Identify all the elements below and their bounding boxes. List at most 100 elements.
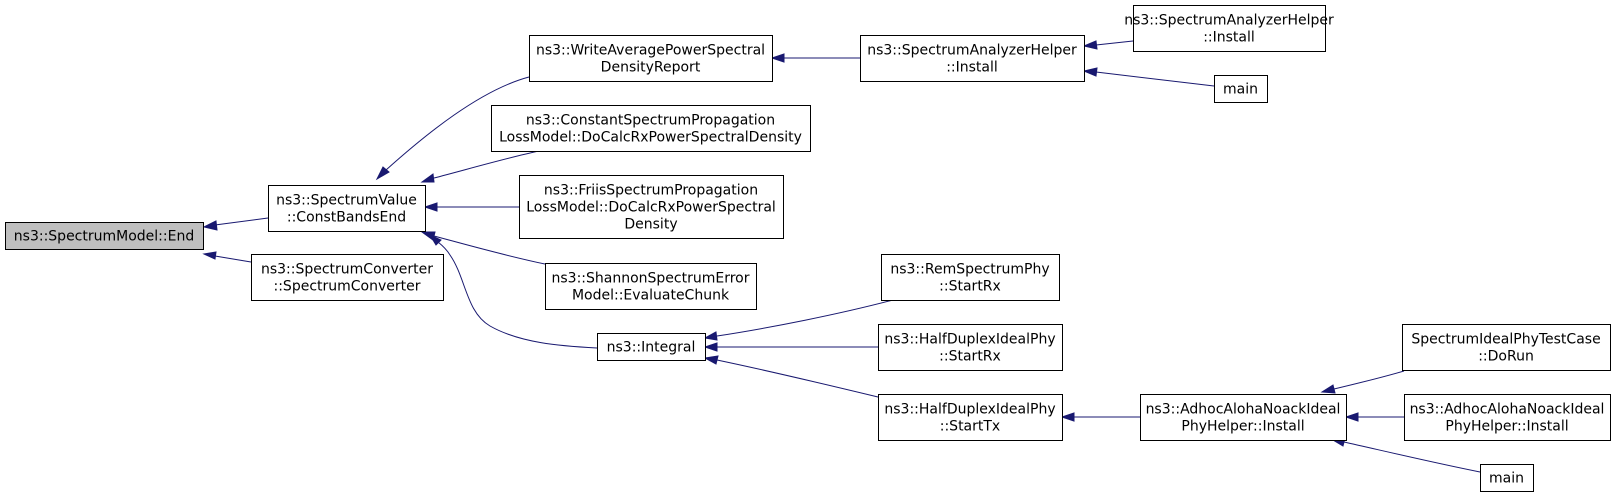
edge-line: [716, 359, 879, 398]
node-label: ns3::SpectrumModel::End: [14, 229, 194, 245]
edge-line: [1095, 71, 1215, 87]
node-box: [491, 105, 811, 152]
node-box: [878, 324, 1063, 371]
edge-hdtx-to-integral: [703, 355, 879, 398]
node-box: [860, 35, 1085, 82]
node-label: ns3::FriisSpectrumPropagation: [544, 183, 758, 199]
node-analyzer[interactable]: ns3::SpectrumAnalyzerHelper::Install: [860, 35, 1085, 82]
edge-line: [214, 255, 252, 263]
node-label: ::StartTx: [940, 419, 1000, 435]
edge-converter-to-end: [202, 251, 252, 263]
node-box: [1402, 324, 1611, 371]
node-adhoc2[interactable]: ns3::AdhocAlohaNoackIdealPhyHelper::Inst…: [1404, 394, 1611, 441]
node-label: ns3::HalfDuplexIdealPhy: [884, 402, 1055, 418]
node-label: ns3::ShannonSpectrumError: [552, 271, 750, 287]
node-label: ns3::SpectrumValue: [276, 193, 417, 209]
edge-line: [385, 76, 530, 171]
node-end[interactable]: ns3::SpectrumModel::End: [5, 222, 204, 250]
arrowhead-icon: [1082, 67, 1098, 77]
edge-remrx-to-integral: [703, 299, 894, 341]
node-box: [268, 185, 426, 232]
edge-line: [1343, 441, 1481, 473]
node-label: ns3::ConstantSpectrumPropagation: [526, 113, 775, 129]
node-analyzer-install[interactable]: ns3::SpectrumAnalyzerHelper::Install: [1124, 5, 1334, 52]
node-friis[interactable]: ns3::FriisSpectrumPropagationLossModel::…: [519, 175, 784, 239]
edge-adhoc-to-hdtx: [1060, 412, 1140, 422]
node-box: [881, 254, 1060, 301]
arrowhead-icon: [703, 331, 718, 341]
node-box: [1404, 394, 1611, 441]
arrowhead-icon: [1344, 412, 1359, 422]
edge-main1-to-analyzer: [1082, 67, 1215, 87]
node-box: [1214, 75, 1268, 103]
node-label: Density: [624, 217, 677, 233]
node-label: ns3::RemSpectrumPhy: [890, 262, 1049, 278]
node-label: LossModel::DoCalcRxPowerSpectralDensity: [499, 130, 802, 146]
edge-line: [433, 235, 546, 265]
node-label: ns3::SpectrumAnalyzerHelper: [1124, 13, 1334, 29]
node-label: main: [1489, 471, 1524, 487]
node-label: ::Install: [1203, 30, 1255, 46]
node-writeavg[interactable]: ns3::WriteAveragePowerSpectralDensityRep…: [529, 35, 773, 82]
node-label: ns3::AdhocAlohaNoackIdeal: [1410, 402, 1605, 418]
arrowhead-icon: [770, 53, 785, 63]
edge-line: [433, 150, 540, 179]
node-hdrx[interactable]: ns3::HalfDuplexIdealPhy::StartRx: [878, 324, 1063, 371]
arrowhead-icon: [1060, 412, 1075, 422]
arrowhead-icon: [1320, 384, 1336, 394]
edges-layer: [202, 40, 1481, 473]
node-label: main: [1223, 82, 1258, 98]
node-adhoc[interactable]: ns3::AdhocAlohaNoackIdealPhyHelper::Inst…: [1140, 394, 1347, 441]
node-box: [878, 394, 1063, 441]
edge-constprop-to-constbands: [420, 150, 540, 183]
node-label: ::StartRx: [939, 279, 1001, 295]
node-label: LossModel::DoCalcRxPowerSpectral: [526, 200, 776, 216]
edge-integral-to-constbands: [428, 233, 598, 349]
node-remrx[interactable]: ns3::RemSpectrumPhy::StartRx: [881, 254, 1060, 301]
node-integral[interactable]: ns3::Integral: [597, 333, 706, 361]
node-label: ns3::AdhocAlohaNoackIdeal: [1146, 402, 1341, 418]
node-label: ::Install: [946, 60, 998, 76]
nodes-layer: ns3::SpectrumModel::End ns3::SpectrumValu…: [5, 5, 1611, 492]
arrowhead-icon: [202, 220, 218, 231]
node-label: PhyHelper::Install: [1181, 419, 1304, 435]
arrowhead-icon: [420, 173, 435, 183]
edge-testcase-to-adhoc: [1320, 370, 1405, 394]
arrowhead-icon: [375, 166, 390, 181]
node-converter[interactable]: ns3::SpectrumConverter::SpectrumConverte…: [251, 254, 444, 301]
edge-main2-to-adhoc: [1331, 437, 1481, 473]
node-hdtx[interactable]: ns3::HalfDuplexIdealPhy::StartTx: [878, 394, 1063, 441]
arrowhead-icon: [423, 202, 438, 212]
node-box: [251, 254, 444, 301]
arrowhead-icon: [703, 342, 718, 352]
node-label: ns3::SpectrumConverter: [261, 262, 433, 278]
node-label: ns3::WriteAveragePowerSpectral: [536, 43, 765, 59]
node-label: Model::EvaluateChunk: [572, 288, 730, 304]
node-label: ::DoRun: [1478, 349, 1534, 365]
edge-line: [437, 241, 598, 349]
node-testcase[interactable]: SpectrumIdealPhyTestCase::DoRun: [1402, 324, 1611, 371]
node-constbands[interactable]: ns3::SpectrumValue::ConstBandsEnd: [268, 185, 426, 232]
node-label: ns3::Integral: [607, 340, 696, 356]
edge-analyzer-to-writeavg: [770, 53, 860, 63]
node-main2[interactable]: main: [1480, 464, 1534, 492]
arrowhead-icon: [428, 233, 442, 246]
node-label: ns3::SpectrumAnalyzerHelper: [867, 43, 1077, 59]
node-shannon[interactable]: ns3::ShannonSpectrumErrorModel::Evaluate…: [545, 263, 757, 310]
node-constprop[interactable]: ns3::ConstantSpectrumPropagationLossMode…: [491, 105, 811, 152]
node-box: [1140, 394, 1347, 441]
node-label: DensityReport: [601, 60, 701, 76]
arrowhead-icon: [1082, 40, 1098, 50]
edge-hdrx-to-integral: [703, 342, 878, 352]
edge-writeavg-to-constbands: [375, 76, 530, 181]
arrowhead-icon: [202, 251, 217, 260]
node-label: ::StartRx: [939, 349, 1001, 365]
node-box: [545, 263, 757, 310]
node-label: ns3::HalfDuplexIdealPhy: [884, 332, 1055, 348]
node-box: [597, 333, 706, 361]
edge-line: [716, 299, 894, 337]
node-box: [529, 35, 773, 82]
node-label: SpectrumIdealPhyTestCase: [1411, 332, 1600, 348]
node-main1[interactable]: main: [1214, 75, 1268, 103]
